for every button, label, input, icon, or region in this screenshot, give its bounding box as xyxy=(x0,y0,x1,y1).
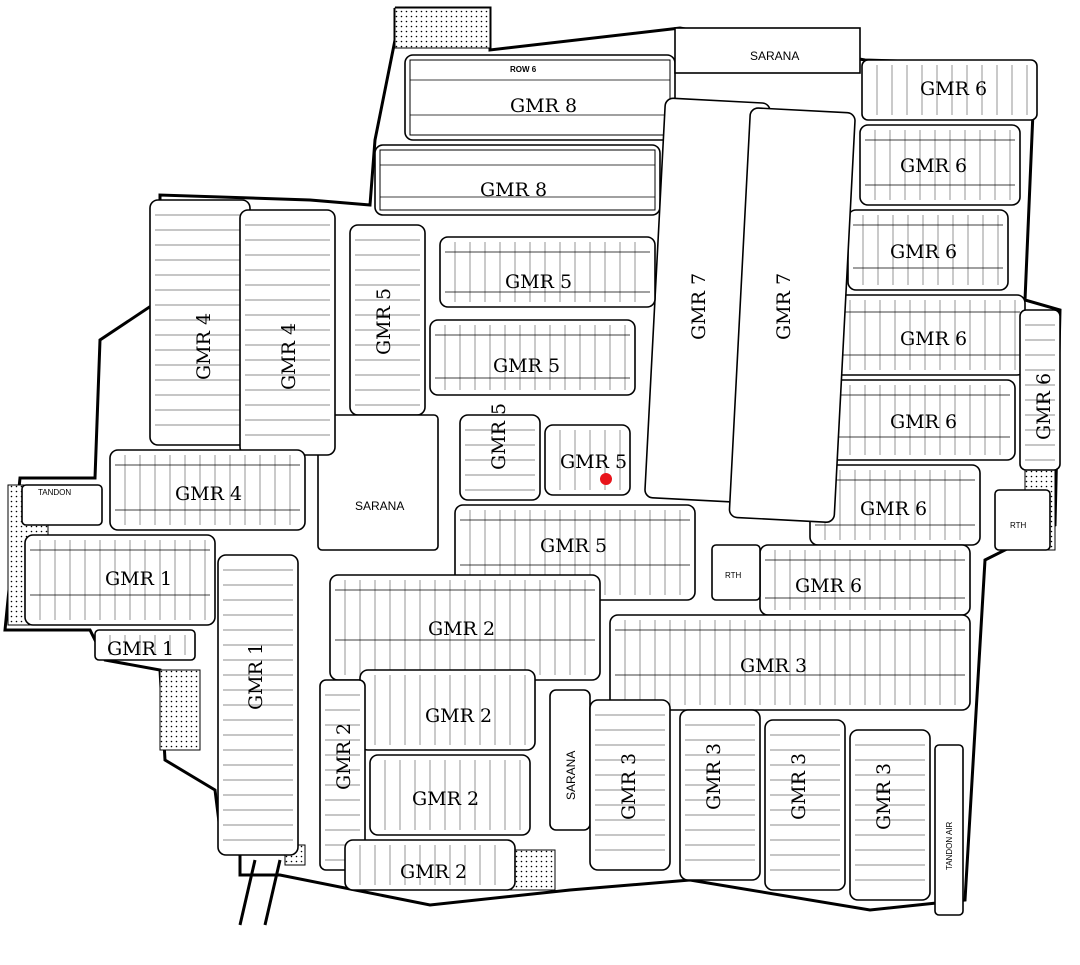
block-gmr5-c: GMR 5 xyxy=(349,224,426,416)
block-label: GMR 7 xyxy=(688,273,710,340)
facility-tandon-left: TANDON xyxy=(21,484,103,526)
block-label: GMR 8 xyxy=(480,179,547,201)
block-label: GMR 5 xyxy=(488,403,510,470)
block-label: GMR 7 xyxy=(773,273,795,340)
access-road-right xyxy=(263,859,282,926)
block-gmr6-f: GMR 6 xyxy=(809,464,981,546)
block-label: GMR 3 xyxy=(740,655,807,677)
block-label: GMR 1 xyxy=(105,568,172,590)
block-gmr6-d: GMR 6 xyxy=(834,294,1026,376)
open-space-sw xyxy=(159,669,201,751)
block-gmr5-b: GMR 5 xyxy=(429,319,636,396)
block-label: GMR 4 xyxy=(175,483,242,505)
facility-label: SARANA xyxy=(750,49,799,63)
facility-label: RTH xyxy=(1010,521,1027,530)
block-label: GMR 3 xyxy=(703,743,725,810)
block-label: GMR 5 xyxy=(373,288,395,355)
block-gmr2-d: GMR 2 xyxy=(369,754,531,836)
facility-rth-small: RTH xyxy=(711,544,761,601)
block-label: GMR 3 xyxy=(788,753,810,820)
block-gmr1-a: GMR 1 xyxy=(24,534,216,626)
block-label: GMR 2 xyxy=(333,723,355,790)
facility-label: RTH xyxy=(725,571,742,580)
facility-label: TANDON xyxy=(38,488,71,497)
facility-label: SARANA xyxy=(355,499,404,513)
block-label: GMR 6 xyxy=(920,78,987,100)
block-label: GMR 6 xyxy=(860,498,927,520)
block-label: GMR 6 xyxy=(795,575,862,597)
block-gmr5-e: GMR 5 xyxy=(544,424,631,496)
block-gmr3-e: GMR 3 xyxy=(849,729,931,901)
block-label: GMR 3 xyxy=(618,753,640,820)
access-road-left xyxy=(238,859,257,926)
facility-label: TANDON AIR xyxy=(945,821,954,870)
block-gmr2-c: GMR 2 xyxy=(319,679,366,871)
block-label: GMR 8 xyxy=(510,95,577,117)
block-label: GMR 6 xyxy=(1033,373,1055,440)
block-gmr2-b: GMR 2 xyxy=(359,669,536,751)
block-gmr6-e: GMR 6 xyxy=(819,379,1016,461)
block-gmr3-c: GMR 3 xyxy=(679,709,761,881)
block-label: GMR 4 xyxy=(193,313,215,380)
block-label: GMR 5 xyxy=(540,535,607,557)
block-gmr6-g: GMR 6 xyxy=(759,544,971,616)
block-gmr8-south: GMR 8 xyxy=(374,144,661,216)
facility-label: SARANA xyxy=(564,751,578,800)
block-label: GMR 6 xyxy=(890,241,957,263)
facility-sarana-top: SARANA xyxy=(674,27,861,74)
block-gmr3-a: GMR 3 xyxy=(609,614,971,711)
block-gmr5-a: GMR 5 xyxy=(439,236,656,308)
block-gmr2-a: GMR 2 xyxy=(329,574,601,681)
block-gmr6-b: GMR 6 xyxy=(859,124,1021,206)
row-label: ROW 6 xyxy=(510,65,537,74)
facility-sarana-bottom: SARANA xyxy=(549,689,591,831)
block-label: GMR 6 xyxy=(900,328,967,350)
block-label: GMR 6 xyxy=(900,155,967,177)
location-marker xyxy=(600,473,612,485)
facility-tandon-air: TANDON AIR xyxy=(934,744,964,916)
block-label: GMR 5 xyxy=(505,271,572,293)
open-space-top xyxy=(394,7,491,49)
block-gmr6-c: GMR 6 xyxy=(847,209,1009,291)
block-gmr1-b: GMR 1 xyxy=(94,629,196,661)
block-gmr4-c: GMR 4 xyxy=(109,449,306,531)
block-gmr2-e: GMR 2 xyxy=(344,839,516,891)
block-label: GMR 5 xyxy=(493,355,560,377)
block-gmr4-a: GMR 4 xyxy=(149,199,251,446)
block-gmr3-b: GMR 3 xyxy=(589,699,671,871)
block-label: GMR 2 xyxy=(400,861,467,883)
block-label: GMR 6 xyxy=(890,411,957,433)
block-label: GMR 4 xyxy=(278,323,300,390)
block-gmr6-a: GMR 6 xyxy=(861,59,1038,121)
block-label: GMR 2 xyxy=(412,788,479,810)
block-gmr1-c: GMR 1 xyxy=(217,554,299,856)
block-label: GMR 5 xyxy=(560,451,627,473)
facility-rth-right: RTH xyxy=(994,489,1051,551)
block-gmr6-vertical: GMR 6 xyxy=(1019,309,1061,471)
block-label: GMR 1 xyxy=(245,643,267,710)
block-label: GMR 3 xyxy=(873,763,895,830)
block-gmr8-north: GMR 8 ROW 6 xyxy=(404,54,676,141)
block-label: GMR 1 xyxy=(107,638,174,660)
block-gmr4-b: GMR 4 xyxy=(239,209,336,456)
block-label: GMR 2 xyxy=(425,705,492,727)
block-label: GMR 2 xyxy=(428,618,495,640)
block-gmr5-d: GMR 5 xyxy=(459,403,541,501)
facility-sarana-mid: SARANA xyxy=(317,414,439,551)
block-gmr7-b: GMR 7 xyxy=(728,107,856,523)
block-gmr3-d: GMR 3 xyxy=(764,719,846,891)
